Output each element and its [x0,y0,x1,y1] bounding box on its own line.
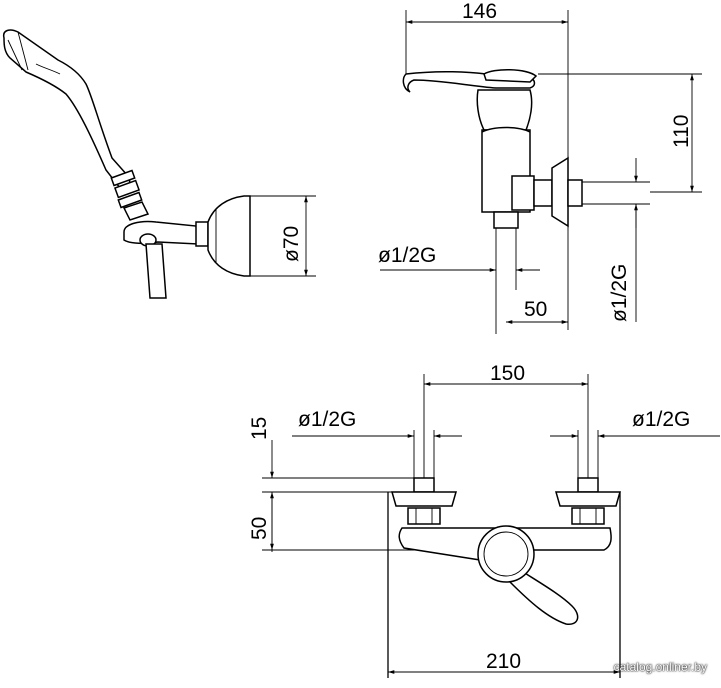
wall-bracket [207,195,251,277]
dim-diameter-70: ø70 [280,226,303,262]
dim-height: 110 [670,115,693,148]
front-view: 150 ø1/2G ø1/2G 15 50 [248,362,720,678]
side-body [476,89,533,131]
dim-total-width: 210 [486,650,521,673]
hand-shower-view: ø70 [2,29,316,299]
watermark: catalog.onliner.by [613,660,707,674]
dim-side-offset: 50 [524,298,547,321]
dim-vertical-thread: ø1/2G [608,264,631,322]
dim-spacing: 150 [490,362,525,385]
shower-head [2,29,131,190]
dim-thread-length: 15 [248,417,271,440]
side-view: 146 110 ø1/2G ø1/2G 50 [378,0,702,334]
dim-right-thread: ø1/2G [632,408,690,431]
dim-front-depth: 50 [248,517,271,540]
dim-side-thread: ø1/2G [378,244,436,267]
dim-top-width: 146 [462,0,497,23]
dim-left-thread: ø1/2G [298,408,356,431]
holder-arm [123,220,199,245]
hose [145,243,167,299]
front-knob [477,525,535,583]
